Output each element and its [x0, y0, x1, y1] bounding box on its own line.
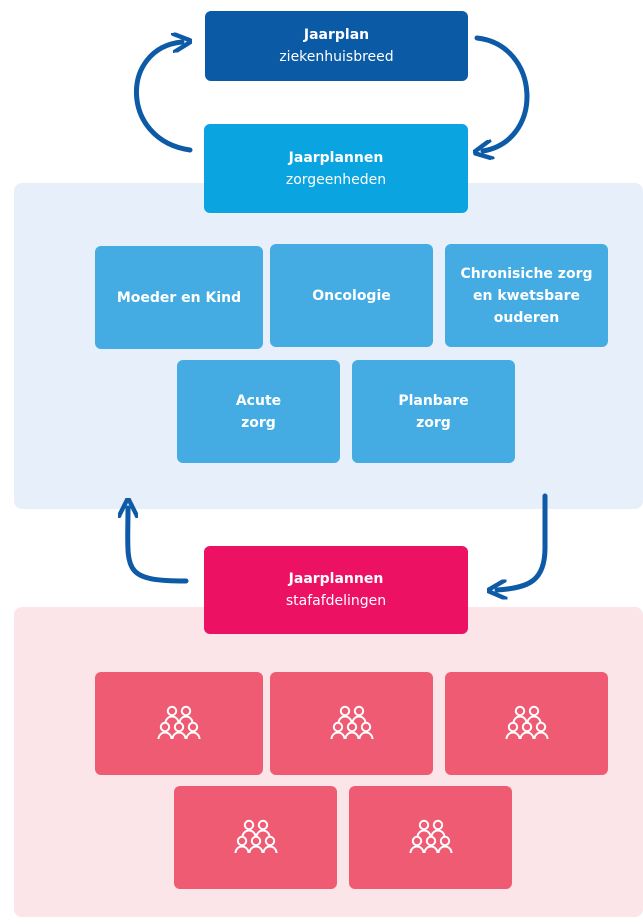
- arrow-mid-to-bot: [497, 493, 548, 590]
- annual-plans-staff-departments: Jaarplannen stafafdelingen: [204, 546, 468, 634]
- annual-plan-subtitle: ziekenhuisbreed: [279, 49, 394, 65]
- care-unit-box: Planbare zorg: [352, 360, 515, 463]
- staff-departments-title: Jaarplannen: [288, 571, 384, 587]
- care-units-subtitle: zorgeenheden: [285, 171, 387, 188]
- staff-unit-box: [270, 672, 433, 775]
- annual-plan-title: Jaarplan: [303, 27, 370, 43]
- people-group-icon: [505, 705, 548, 739]
- staff-unit-box: [95, 672, 263, 775]
- staff-unit-box: [174, 786, 337, 889]
- care-unit-box: Oncologie: [270, 244, 433, 347]
- arrow-top-to-mid: [477, 35, 530, 151]
- care-units-title: Jaarplannen: [288, 149, 384, 166]
- care-unit-box: Chronisiche zorg en kwetsbare ouderen: [445, 244, 608, 347]
- arrow-mid-to-top: [134, 42, 190, 153]
- arrow-bot-to-mid: [128, 508, 189, 584]
- care-unit-label: Moeder en Kind: [116, 289, 242, 306]
- care-unit-box: Acute zorg: [177, 360, 340, 463]
- staff-departments-subtitle: stafafdelingen: [285, 593, 387, 609]
- people-group-icon: [157, 705, 201, 739]
- care-unit-label: Oncologie: [312, 287, 391, 304]
- people-group-icon: [330, 705, 373, 739]
- care-unit-box: Moeder en Kind: [95, 246, 263, 349]
- care-unit-label: Acute zorg: [235, 392, 282, 431]
- people-group-icon: [409, 819, 452, 853]
- annual-plans-care-units: Jaarplannen zorgeenheden: [204, 124, 468, 213]
- staff-unit-box: [349, 786, 512, 889]
- care-unit-label: Chronisiche zorg en kwetsbare ouderen: [460, 265, 593, 326]
- annual-plan-hospital-wide: Jaarplan ziekenhuisbreed: [205, 11, 468, 81]
- people-group-icon: [234, 819, 277, 853]
- staff-unit-box: [445, 672, 608, 775]
- care-unit-label: Planbare zorg: [398, 392, 469, 431]
